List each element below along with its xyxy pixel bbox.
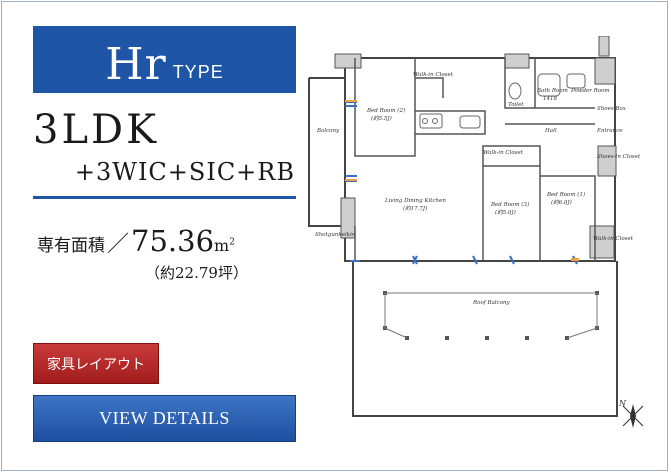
label-balcony: Balcony [316,128,340,134]
area-slash: ／ [107,232,130,257]
label-bedroom-2: Bed Room (2) [366,107,405,114]
area-unit-m: m [214,236,230,255]
label-entrance: Entrance [596,128,623,134]
wall-hatch [334,36,617,259]
label-toilet: Toilet [508,102,524,108]
area-label: 専有面積 [37,236,105,256]
floor-area: 専有面積 ／ 75.36 m2 [37,224,235,258]
label-walk-in-closet-mid: Walk-in Closet [483,150,524,156]
layout-title: 3LDK [33,107,159,153]
area-unit: m2 [214,236,235,255]
label-powder-room: Powder Room [570,88,610,94]
label-ldk-size: (約17.7J) [403,205,427,212]
fixtures [419,73,586,129]
layout-subtitle: +3WIC+SIC+RB [74,158,295,186]
label-bedroom-3-size: (約5.0J) [495,209,516,216]
label-shoes-in-closet: Shoes-in Closet [597,154,641,160]
room-labels: Walk-in Closet Bed Room (2) (約5.5J) Balc… [315,72,641,306]
label-roof-balcony: Roof Balcony [472,300,511,306]
type-suffix: TYPE [172,62,224,82]
label-bedroom-1: Bed Room (1) [546,191,585,198]
divider-line [33,196,296,199]
label-hall: Hall [544,128,557,134]
floor-plan: N Walk-in Closet Bed Room (2) (約5.5J) Ba… [305,36,667,436]
label-bath-size: 1418 [543,96,557,102]
type-banner: Hr TYPE [33,26,296,93]
interior-walls [354,58,596,261]
area-value: 75.36 [131,224,215,258]
area-tsubo: （約22.79坪） [145,264,248,282]
area-unit-sup: 2 [229,237,235,248]
label-shoes-box: Shoes Box [597,106,627,112]
label-bedroom-2-size: (約5.5J) [371,115,392,122]
label-ldk: Living Dining Kitchen [384,198,446,204]
view-details-button[interactable]: VIEW DETAILS [33,395,296,442]
label-bedroom-3: Bed Room (3) [490,201,529,208]
compass-n: N [618,399,627,408]
type-code: Hr [105,39,167,90]
orange-marks [345,100,579,261]
label-shotgun: Shotgunkeikin [315,232,356,238]
label-bedroom-1-size: (約6.0J) [551,199,572,206]
compass-icon: N [618,399,644,428]
label-walk-in-closet-top: Walk-in Closet [413,72,454,78]
label-bath-room: Bath Room [536,88,568,94]
furniture-layout-button[interactable]: 家具レイアウト [33,343,159,384]
railing-lines [384,292,598,339]
label-walk-in-closet-right: Walk-in Closet [593,236,634,242]
